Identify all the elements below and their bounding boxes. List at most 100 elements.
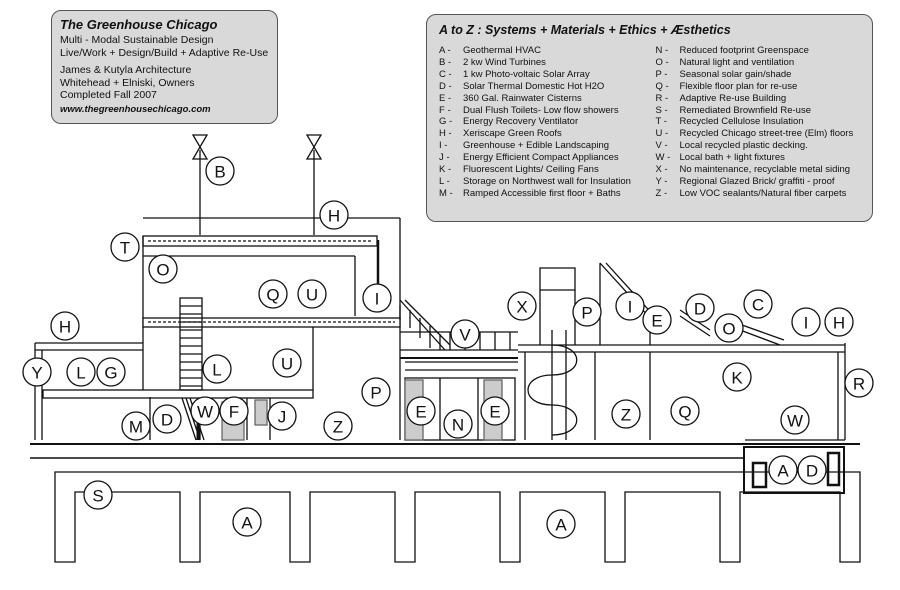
svg-text:H: H [328,207,340,226]
callout-z: Z [611,399,641,429]
callout-r: R [844,368,874,398]
legend-item: U - Recycled Chicago street-tree (Elm) fl… [656,128,873,140]
project-url[interactable]: www.thegreenhousechicago.com [60,103,211,115]
svg-text:Y: Y [31,364,42,383]
legend-item: S -Remediated Brownfield Re-use [656,105,873,117]
project-title: The Greenhouse Chicago [60,17,218,32]
callout-l: L [202,354,232,384]
callout-z: Z [323,411,353,441]
svg-text:L: L [212,361,221,380]
svg-text:T: T [120,239,130,258]
legend-text: Local recycled plastic decking. [679,140,808,152]
svg-text:U: U [306,286,318,305]
callout-p: P [572,297,602,327]
svg-text:R: R [853,375,865,394]
svg-text:W: W [787,412,803,431]
callout-q: Q [670,396,700,426]
roof-deck [399,299,518,359]
svg-text:D: D [161,411,173,430]
legend-item: H -Xeriscape Green Roofs [439,128,656,140]
legend-item: J -Energy Efficient Compact Appliances [439,152,656,164]
svg-text:M: M [129,418,143,437]
project-credit: Completed Fall 2007 [60,89,157,101]
legend-text: Geothermal HVAC [463,45,541,56]
legend-item: D -Solar Thermal Domestic Hot H2O [439,81,656,93]
legend-item: G - Energy Recovery Ventilator [439,116,656,128]
svg-text:Q: Q [266,286,279,305]
callout-h: H [319,200,349,230]
legend-letter: I - [439,140,448,152]
legend-item: B -2 kw Wind Turbines [439,57,656,69]
legend-text: Recycled Chicago street-tree (Elm) floor… [679,128,854,140]
legend-item: R -Adaptive Re-use Building [656,93,873,105]
legend-item: I -Greenhouse + Edible Landscaping [439,140,656,152]
svg-text:A: A [555,516,567,535]
legend-item: L -Storage on Northwest wall for Insulat… [439,176,656,188]
callout-a: A [546,509,576,539]
callout-m: M [121,411,151,441]
legend-text: Ramped Accessible first floor + Baths [463,187,621,199]
project-description: Live/Work + Design/Build + Adaptive Re-U… [60,46,269,59]
callout-y: Y [22,357,52,387]
legend-letter: B - [439,56,452,68]
callout-b: B [205,156,235,186]
legend-item: P -Seasonal solar gain/shade [656,69,873,81]
legend-text: Natural light and ventilation [679,56,795,68]
legend-text: Solar Thermal Domestic Hot H2O [463,80,605,92]
legend-text: Storage on Northwest wall for Insulation [463,175,631,187]
legend-title: A to Z : Systems + Materials + Ethics + … [439,23,731,37]
svg-text:Z: Z [333,418,343,437]
callout-i: I [615,291,645,321]
legend-letter: C - [439,68,452,80]
legend-letter: Z - [655,187,668,199]
legend-text: Fluorescent Lights/ Ceiling Fans [463,164,599,176]
callout-a: A [768,455,798,485]
legend-item: O - Natural light and ventilation [656,57,873,69]
svg-text:F: F [229,403,239,422]
callout-c: C [743,289,773,319]
interior-stair [179,297,205,441]
callout-h: H [824,307,854,337]
legend-letter: R - [655,92,669,104]
legend-item: F -Dual Flush Toilets- Low flow showers [439,105,656,117]
legend-item: E -360 Gal. Rainwater Cisterns [439,93,656,105]
svg-text:H: H [59,318,71,337]
legend-letter: W - [655,152,671,164]
callout-a: A [232,507,262,537]
callout-d: D [797,455,827,485]
legend-item: M - Ramped Accessible first floor + Baths [439,188,656,200]
legend-item: K -Fluorescent Lights/ Ceiling Fans [439,164,656,176]
legend-letter: U - [655,128,669,140]
legend-letter: O - [655,56,669,68]
legend-text: 1 kw Photo-voltaic Solar Array [463,68,590,80]
svg-text:W: W [197,403,213,422]
legend-letter: G - [439,116,453,128]
callout-w: W [190,396,220,426]
project-credit: Whitehead + Elniski, Owners [60,76,195,89]
legend-letter: E - [439,92,452,104]
legend-item: C - 1 kw Photo-voltaic Solar Array [439,69,656,81]
callout-g: G [96,357,126,387]
legend-item: Y -Regional Glazed Brick/ graffiti - pro… [656,176,873,188]
svg-text:S: S [92,487,103,506]
callout-l: L [66,357,96,387]
legend-letter: H - [439,128,452,140]
callout-f: F [219,396,249,426]
svg-text:C: C [752,296,764,315]
callout-o: O [714,313,744,343]
legend-letter: M - [439,187,453,199]
callout-p: P [361,377,391,407]
svg-text:V: V [459,326,471,345]
legend-letter: N - [655,45,669,56]
legend-text: Energy Recovery Ventilator [463,116,579,128]
legend-item: A -Geothermal HVAC [439,45,656,57]
svg-text:I: I [628,298,633,317]
callout-k: K [722,362,752,392]
svg-text:E: E [415,403,426,422]
callout-i: I [791,307,821,337]
callout-u: U [297,279,327,309]
